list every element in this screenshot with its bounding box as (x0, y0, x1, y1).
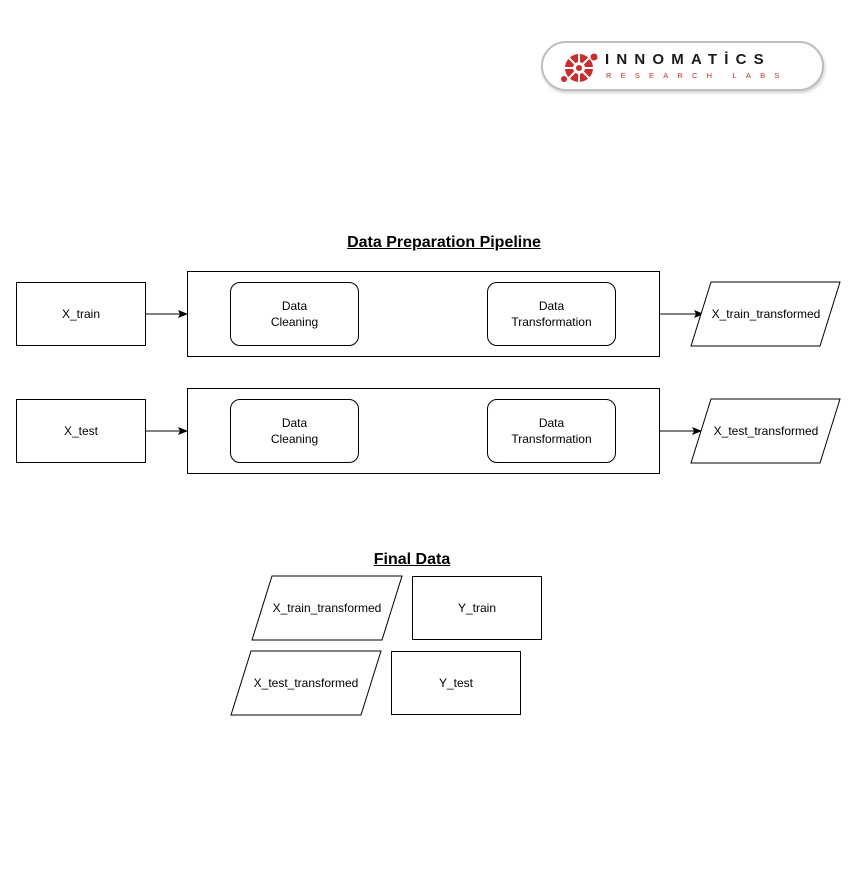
data-cleaning-step-train: Data Cleaning (230, 282, 359, 346)
output-shape-test (690, 398, 841, 464)
data-transformation-step-train: Data Transformation (487, 282, 616, 346)
output-label-train: X_train_transformed (711, 307, 821, 321)
output-label-test: X_test_transformed (713, 424, 819, 438)
pipeline-title: Data Preparation Pipeline (347, 234, 541, 251)
final-y-test-box: Y_test (391, 651, 521, 715)
innomatics-logo: INNOMATİCS RESEARCH LABS (541, 41, 824, 91)
final-x-test-label: X_test_transformed (253, 676, 359, 690)
logo-subtitle: RESEARCH LABS (606, 71, 789, 80)
input-box-test: X_test (16, 399, 146, 463)
final-x-train-label: X_train_transformed (272, 601, 382, 615)
input-box-train: X_train (16, 282, 146, 346)
logo-mark-icon (561, 53, 598, 82)
data-cleaning-step-test: Data Cleaning (230, 399, 359, 463)
final-data-title: Final Data (373, 551, 451, 568)
final-shape-x-test (230, 650, 382, 716)
data-transformation-step-test: Data Transformation (487, 399, 616, 463)
final-shape-x-train (251, 575, 403, 641)
logo-name: INNOMATİCS (605, 51, 771, 68)
final-y-train-box: Y_train (412, 576, 542, 640)
output-shape-train (690, 281, 841, 347)
